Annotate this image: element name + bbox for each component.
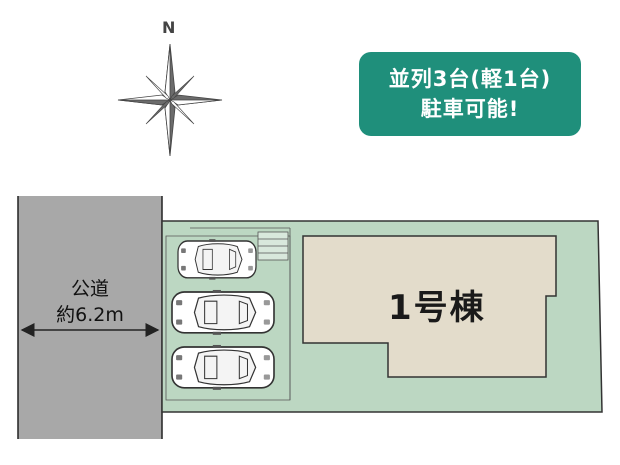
parking-badge: 並列3台(軽1台) 駐車可能! (359, 52, 581, 136)
parking-badge-line2: 駐車可能! (420, 97, 520, 121)
stairs-icon (257, 231, 289, 261)
road-width: 約6.2m (56, 304, 124, 326)
building-outline (302, 235, 557, 378)
compass-north-label: N (162, 18, 176, 37)
compass-rose-icon (117, 43, 223, 157)
road-name: 公道 (70, 278, 109, 300)
road-label: 公道 約6.2m (40, 276, 140, 328)
car-icon (177, 238, 257, 281)
car-icon (171, 344, 275, 391)
building-label: 1号棟 (388, 288, 486, 328)
car-icon (171, 289, 275, 336)
parking-badge-line1: 並列3台(軽1台) (388, 67, 552, 91)
